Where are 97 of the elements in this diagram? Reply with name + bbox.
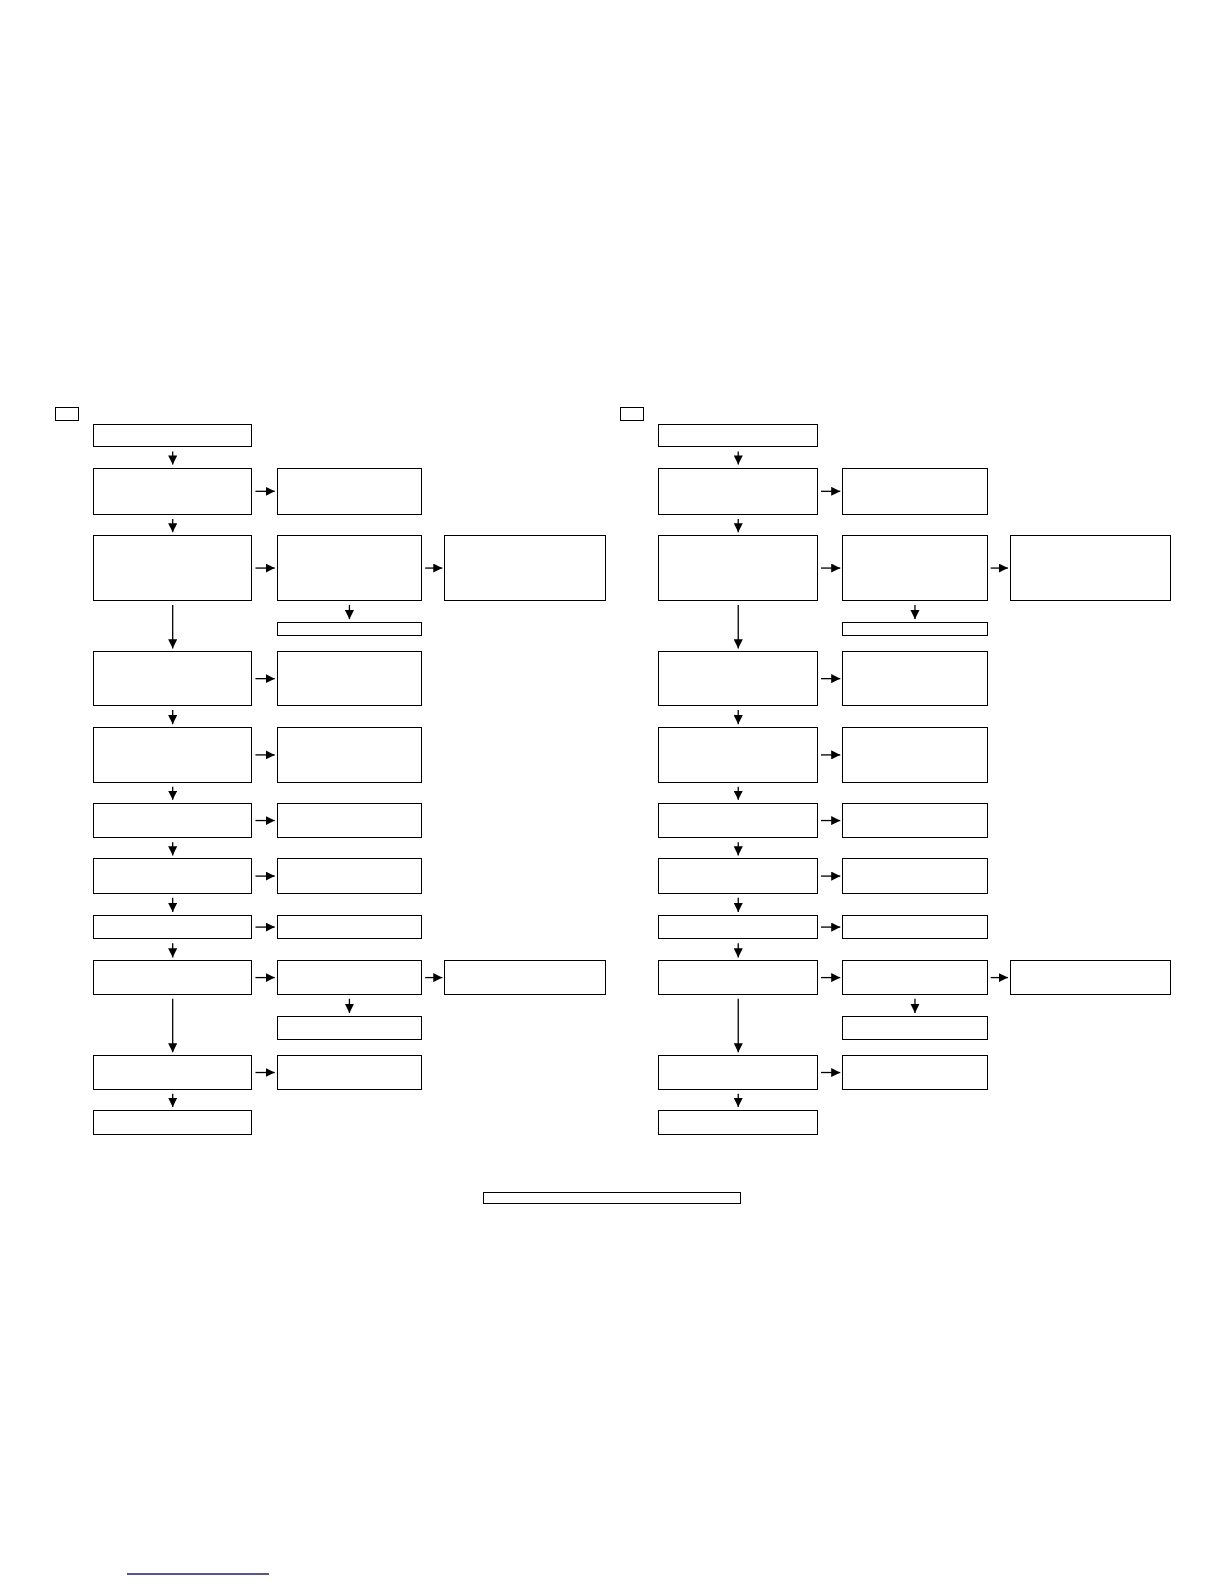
empty-box xyxy=(92,1055,253,1090)
arrow xyxy=(733,942,743,959)
arrow xyxy=(990,563,1009,573)
empty-box xyxy=(842,960,988,995)
empty-box xyxy=(276,802,423,839)
arrow xyxy=(254,563,276,573)
arrow xyxy=(254,674,276,684)
arrow xyxy=(820,871,841,881)
arrow xyxy=(424,563,443,573)
arrow xyxy=(168,1093,178,1108)
arrow xyxy=(820,973,841,983)
empty-box xyxy=(92,960,253,995)
empty-box xyxy=(1009,960,1172,995)
arrow xyxy=(820,922,841,932)
empty-box xyxy=(842,651,988,706)
arrow xyxy=(733,1093,743,1108)
empty-box xyxy=(842,802,988,839)
empty-box xyxy=(658,1055,818,1090)
empty-box xyxy=(276,960,423,995)
empty-box xyxy=(658,914,818,940)
arrow xyxy=(168,841,178,857)
arrow xyxy=(733,998,743,1053)
empty-box xyxy=(92,424,253,448)
arrow xyxy=(344,998,354,1014)
arrow xyxy=(344,604,354,620)
arrow xyxy=(254,973,276,983)
empty-box xyxy=(658,1109,818,1136)
empty-box xyxy=(276,727,423,783)
arrow xyxy=(733,518,743,533)
arrow xyxy=(820,750,841,760)
arrow xyxy=(254,1067,276,1078)
arrow xyxy=(820,674,841,684)
empty-box xyxy=(1009,535,1172,601)
empty-box xyxy=(842,622,988,637)
empty-box xyxy=(658,802,818,839)
empty-box xyxy=(54,407,79,422)
arrow xyxy=(990,973,1009,983)
empty-box xyxy=(92,535,253,601)
empty-box xyxy=(658,535,818,601)
arrow xyxy=(168,942,178,959)
arrow xyxy=(168,604,178,650)
empty-box xyxy=(620,407,645,422)
arrow xyxy=(910,604,920,620)
arrow xyxy=(820,1067,841,1078)
arrow xyxy=(168,998,178,1053)
empty-box xyxy=(482,1191,742,1204)
arrow xyxy=(168,518,178,533)
empty-box xyxy=(658,727,818,783)
arrow xyxy=(254,486,276,496)
empty-box xyxy=(842,858,988,894)
arrow xyxy=(424,973,443,983)
arrow xyxy=(733,709,743,725)
arrow xyxy=(820,816,841,826)
arrow xyxy=(168,786,178,801)
empty-box xyxy=(92,858,253,894)
empty-box xyxy=(842,914,988,940)
empty-box xyxy=(842,467,988,516)
empty-box xyxy=(444,535,606,601)
arrow xyxy=(168,897,178,913)
arrow xyxy=(168,450,178,466)
empty-box xyxy=(658,858,818,894)
empty-box xyxy=(658,467,818,516)
arrow xyxy=(820,486,841,496)
empty-box xyxy=(92,1109,253,1136)
empty-box xyxy=(92,467,253,516)
arrow xyxy=(733,897,743,913)
empty-box xyxy=(276,467,423,516)
arrow xyxy=(254,816,276,826)
empty-box xyxy=(842,535,988,601)
arrow xyxy=(910,998,920,1014)
empty-box xyxy=(842,1055,988,1090)
empty-box xyxy=(842,727,988,783)
arrow xyxy=(820,563,841,573)
empty-box xyxy=(92,651,253,706)
empty-box xyxy=(92,727,253,783)
arrow xyxy=(733,604,743,650)
empty-box xyxy=(276,622,423,637)
empty-box xyxy=(658,651,818,706)
empty-box xyxy=(276,858,423,894)
arrow xyxy=(733,786,743,801)
empty-box xyxy=(276,914,423,940)
empty-box xyxy=(276,651,423,706)
empty-box xyxy=(444,960,606,995)
arrow xyxy=(733,841,743,857)
empty-box xyxy=(658,960,818,995)
empty-box xyxy=(276,1015,423,1041)
empty-box xyxy=(92,914,253,940)
arrow xyxy=(733,450,743,466)
empty-box xyxy=(276,1055,423,1090)
arrow xyxy=(254,871,276,881)
arrow xyxy=(168,709,178,725)
empty-box xyxy=(658,424,818,448)
arrow xyxy=(254,750,276,760)
empty-box xyxy=(276,535,423,601)
empty-box xyxy=(842,1015,988,1041)
empty-box xyxy=(92,802,253,839)
arrow xyxy=(254,922,276,932)
